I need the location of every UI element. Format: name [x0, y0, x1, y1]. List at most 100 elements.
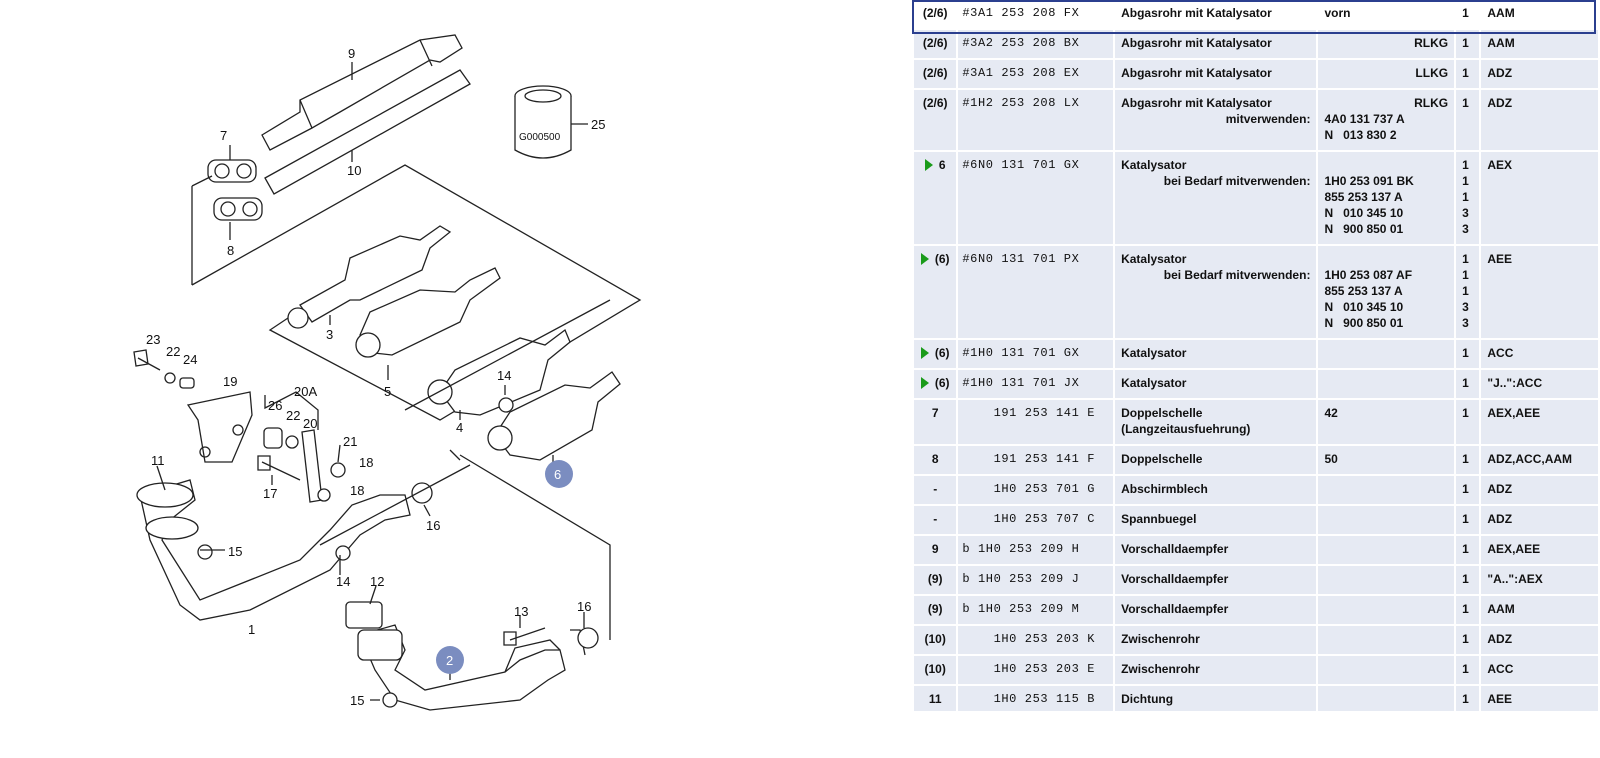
- model-code: ACC: [1487, 662, 1514, 676]
- part-number-cell: b 1H0 253 209 J: [958, 566, 1114, 594]
- catalyst-4[interactable]: [427, 328, 571, 416]
- expand-arrow-icon[interactable]: [924, 158, 933, 171]
- front-pipe-1[interactable]: [136, 479, 411, 621]
- catalyst-3[interactable]: [287, 225, 452, 329]
- quantity-cell: 1: [1456, 60, 1480, 88]
- part-number: #1H0 131 701 GX: [962, 346, 1080, 360]
- remark-cell: 50: [1318, 446, 1455, 474]
- parts-table: (2/6) #3A1 253 208 FX Abgasrohr mit Kataly…: [912, 0, 1600, 713]
- additional-part-number: 1H0 253 087 AF: [1324, 268, 1413, 282]
- sleeve-24[interactable]: [179, 377, 195, 389]
- remark-cell: [1318, 536, 1455, 564]
- double-clamp-8[interactable]: [213, 197, 263, 221]
- nut-14[interactable]: [335, 545, 351, 561]
- description-text: Abgasrohr mit Katalysator: [1121, 36, 1272, 50]
- position-cell: -: [914, 476, 957, 504]
- seal-ring-16[interactable]: [411, 482, 433, 504]
- position-cell: (6): [914, 246, 957, 338]
- quantity: 1: [1462, 158, 1469, 172]
- callout-18b: 18: [350, 483, 364, 498]
- model-code: ADZ: [1487, 96, 1513, 110]
- spacer-part[interactable]: [514, 85, 588, 159]
- part-number: 1H0 253 203 K: [962, 632, 1095, 646]
- description-text: Abgasrohr mit Katalysator: [1121, 6, 1272, 20]
- quantity-cell: 1: [1456, 536, 1480, 564]
- bolt-13[interactable]: [503, 627, 546, 646]
- nut-15[interactable]: [197, 544, 213, 560]
- callout-20a: 20A: [294, 384, 317, 399]
- model-code-cell: AAM: [1481, 596, 1598, 624]
- position-number: 9: [931, 542, 939, 556]
- description-cell: Vorschalldaempfer: [1115, 536, 1317, 564]
- description-cell: Abgasrohr mit Katalysator: [1115, 60, 1317, 88]
- rubber-mount-26[interactable]: [263, 427, 283, 449]
- muffler-part[interactable]: [261, 34, 463, 151]
- part-number-cell: #3A1 253 208 FX: [958, 0, 1114, 28]
- catalyst-5[interactable]: [355, 267, 501, 358]
- remark-cell: LLKG: [1318, 60, 1455, 88]
- pipe-part[interactable]: [264, 69, 471, 195]
- position-number: 6: [938, 158, 946, 172]
- expand-arrow-icon[interactable]: [920, 346, 929, 359]
- description-cell: Dichtung: [1115, 686, 1317, 711]
- remark-cell: vorn: [1318, 0, 1455, 28]
- position-number: (6): [934, 252, 950, 266]
- quantity-cell: 1: [1456, 340, 1480, 368]
- nut-14b[interactable]: [498, 397, 514, 413]
- double-clamp-7[interactable]: [207, 159, 257, 183]
- quantity-cell: 1: [1456, 90, 1480, 150]
- position-cell: 11: [914, 686, 957, 711]
- part-number-cell: 1H0 253 707 C: [958, 506, 1114, 534]
- highlight-marker-6[interactable]: [545, 460, 573, 488]
- nut-15b[interactable]: [382, 692, 398, 708]
- highlight-marker-2[interactable]: [436, 646, 464, 674]
- model-code-cell: ACC: [1481, 656, 1598, 684]
- model-code: AAM: [1487, 6, 1515, 20]
- bracket-19[interactable]: [186, 391, 253, 463]
- washer-22[interactable]: [164, 372, 176, 384]
- position-cell: (10): [914, 626, 957, 654]
- part-number: 1H0 253 115 B: [962, 692, 1095, 706]
- catalyst-6[interactable]: [487, 371, 621, 461]
- model-code: ADZ: [1487, 482, 1513, 496]
- remark-cell: [1318, 566, 1455, 594]
- washer-22b[interactable]: [285, 435, 299, 449]
- expand-arrow-icon[interactable]: [920, 252, 929, 265]
- nut-21[interactable]: [330, 462, 346, 478]
- description-text: Katalysator: [1121, 346, 1187, 360]
- description-cell: Abgasrohr mit Katalysator: [1115, 0, 1317, 28]
- bolt-17[interactable]: [257, 455, 301, 481]
- callout-13: 13: [514, 604, 528, 619]
- model-code: ACC: [1487, 346, 1514, 360]
- model-code: AAM: [1487, 602, 1515, 616]
- seal-ring-16b[interactable]: [577, 627, 599, 649]
- position-number: -: [933, 512, 938, 526]
- bolt-23[interactable]: [133, 349, 161, 371]
- expand-arrow-icon[interactable]: [920, 376, 929, 389]
- additional-quantity: 3: [1462, 300, 1469, 314]
- position-number: -: [933, 482, 938, 496]
- parts-list: (2/6) #3A1 253 208 FX Abgasrohr mit Kataly…: [912, 0, 1600, 758]
- position-number: (2/6): [922, 96, 948, 110]
- nut-18[interactable]: [317, 488, 331, 502]
- exhaust-pipe-2[interactable]: [345, 601, 586, 711]
